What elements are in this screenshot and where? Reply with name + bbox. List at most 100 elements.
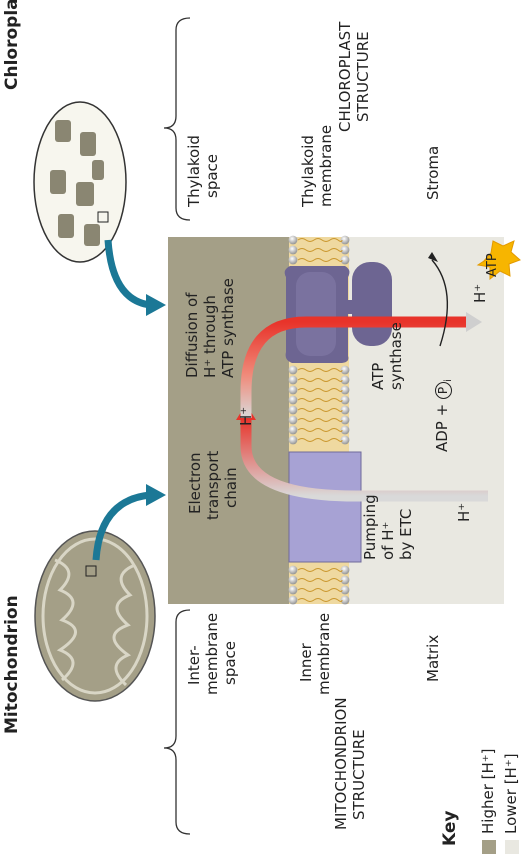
pi-text: P bbox=[435, 382, 452, 400]
atp-product-label: ATP bbox=[485, 253, 500, 277]
chloroplast-drawing bbox=[33, 101, 127, 263]
phospholipid-tail bbox=[297, 578, 343, 582]
key-lower-label: Lower [H⁺] bbox=[502, 753, 520, 834]
phospholipid-head bbox=[288, 235, 298, 245]
phospholipid-head bbox=[288, 375, 298, 385]
mitochondrion-arrow bbox=[92, 491, 151, 561]
atp-star bbox=[476, 240, 521, 281]
phospholipid-tail bbox=[297, 598, 343, 602]
key-lower-swatch bbox=[505, 840, 519, 854]
inner-membrane-label-1: Inner bbox=[297, 643, 315, 682]
etc-label-2: transport bbox=[204, 450, 222, 520]
pumping-label-3: by ETC bbox=[397, 508, 415, 560]
phospholipid-head bbox=[340, 425, 350, 435]
phospholipid-head bbox=[288, 395, 298, 405]
mitochondrion-drawing bbox=[34, 530, 156, 702]
phospholipid-head bbox=[288, 245, 298, 255]
thylakoid-space-label-2: space bbox=[203, 153, 221, 198]
key-title: Key bbox=[440, 810, 460, 847]
phospholipid-head bbox=[288, 255, 298, 265]
phospholipid-head bbox=[288, 415, 298, 425]
phospholipid-head bbox=[340, 245, 350, 255]
phospholipid-tail bbox=[297, 428, 343, 432]
atp-synthase-label-2: synthase bbox=[387, 322, 405, 390]
mitochondrion-title: Mitochondrion bbox=[2, 595, 22, 734]
phospholipid-head bbox=[288, 405, 298, 415]
mito-heading-1: MITOCHONDRION bbox=[332, 697, 350, 830]
phospholipid-head bbox=[288, 385, 298, 395]
phospholipid-head bbox=[288, 425, 298, 435]
h-plus-stroma: H⁺ bbox=[471, 283, 489, 303]
phospholipid-tail bbox=[297, 408, 343, 412]
intermembrane-label-2: membrane bbox=[203, 612, 221, 695]
phospholipid-tail bbox=[297, 438, 343, 442]
intermembrane-label-1: Inter- bbox=[185, 645, 203, 685]
key-higher-swatch bbox=[482, 840, 496, 854]
phospholipid-tail bbox=[297, 388, 343, 392]
thylakoid-membrane-label-1: Thylakoid bbox=[299, 135, 317, 207]
phospholipid-head bbox=[340, 585, 350, 595]
phospholipid-tail bbox=[297, 588, 343, 592]
pumping-label-2: of H⁺ bbox=[379, 521, 397, 560]
phospholipid-head bbox=[340, 375, 350, 385]
phospholipid-head bbox=[340, 235, 350, 245]
phospholipid-head bbox=[340, 385, 350, 395]
phosphorylation-arrow bbox=[431, 259, 449, 347]
phospholipid-head bbox=[288, 575, 298, 585]
phospholipid-tail bbox=[297, 368, 343, 372]
phospholipid-head bbox=[340, 435, 350, 445]
h-plus-intermembrane: H⁺ bbox=[237, 406, 255, 426]
phospholipid-tail bbox=[297, 398, 343, 402]
chloroplast-arrow bbox=[104, 239, 151, 309]
phospholipid-tail bbox=[297, 378, 343, 382]
adp-label: ADP + Pi bbox=[433, 379, 457, 452]
adp-text: ADP + bbox=[433, 399, 451, 452]
chloroplast-title: Chloroplast bbox=[2, 0, 22, 90]
diffusion-label-3: ATP synthase bbox=[219, 278, 237, 378]
key-higher-label: Higher [H⁺] bbox=[479, 748, 497, 834]
h-plus-matrix: H⁺ bbox=[455, 502, 473, 522]
intermembrane-label-3: space bbox=[221, 640, 239, 685]
etc-label-1: Electron bbox=[186, 452, 204, 514]
mito-heading-2: STRUCTURE bbox=[350, 729, 368, 820]
etc-label-3: chain bbox=[222, 467, 240, 508]
chloroplast-brace bbox=[163, 17, 191, 221]
electron-transport-chain bbox=[288, 451, 362, 563]
phospholipid-head bbox=[340, 405, 350, 415]
diffusion-label-2: H⁺ through bbox=[201, 295, 219, 378]
stroma-label: Stroma bbox=[424, 145, 442, 200]
phospholipid-tail bbox=[297, 248, 343, 252]
thylakoid-space-label-1: Thylakoid bbox=[185, 135, 203, 207]
diffusion-arrow bbox=[240, 312, 482, 418]
phospholipid-head bbox=[288, 365, 298, 375]
matrix-label: Matrix bbox=[424, 634, 442, 682]
phospholipid-tail bbox=[297, 568, 343, 572]
intermembrane-space-region bbox=[168, 237, 289, 604]
phospholipid-head bbox=[340, 565, 350, 575]
thylakoid-membrane-label-2: membrane bbox=[317, 124, 335, 207]
diffusion-label-1: Diffusion of bbox=[183, 292, 201, 378]
phospholipid-head bbox=[288, 585, 298, 595]
phospholipid-head bbox=[340, 395, 350, 405]
phospholipid-head bbox=[340, 415, 350, 425]
pi-subscript: i bbox=[443, 379, 454, 383]
phospholipid-head bbox=[288, 435, 298, 445]
mitochondrion-brace bbox=[163, 609, 191, 835]
phospholipid-head bbox=[288, 565, 298, 575]
chloro-heading-2: STRUCTURE bbox=[354, 31, 372, 122]
phospholipid-head bbox=[340, 255, 350, 265]
chloro-heading-1: CHLOROPLAST bbox=[336, 21, 354, 132]
phospholipid-head bbox=[340, 365, 350, 375]
atp-synthase-label-1: ATP bbox=[369, 362, 387, 390]
pumping-label-1: Pumping bbox=[361, 494, 379, 560]
phospholipid-tail bbox=[297, 418, 343, 422]
phospholipid-tail bbox=[297, 258, 343, 262]
phospholipid-head bbox=[340, 575, 350, 585]
phospholipid-head bbox=[288, 595, 298, 605]
inner-membrane-label-2: membrane bbox=[315, 612, 333, 695]
phospholipid-tail bbox=[297, 238, 343, 242]
phospholipid-head bbox=[340, 595, 350, 605]
